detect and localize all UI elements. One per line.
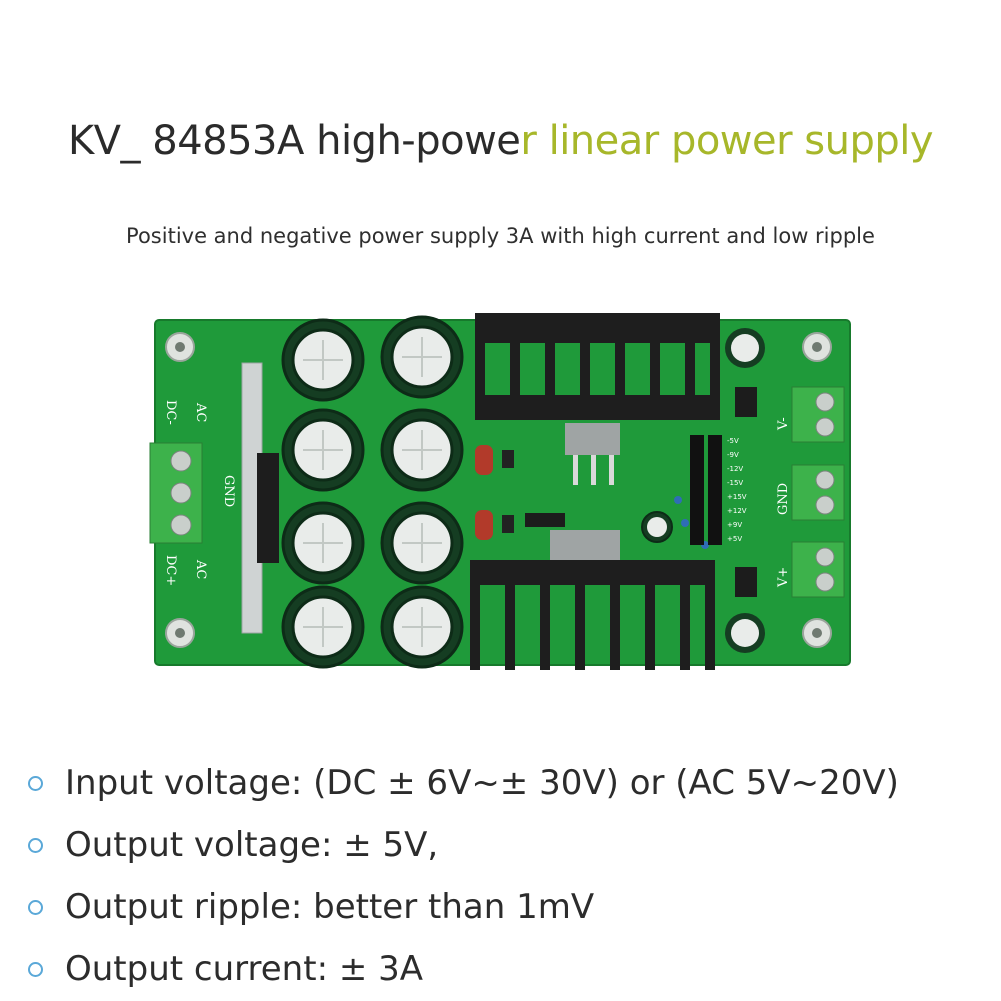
jumper-header — [690, 435, 722, 545]
jumper-label: -9V — [727, 451, 739, 459]
label-dc-plus: DC+ — [163, 555, 178, 586]
bullet-icon — [28, 899, 43, 915]
title-part-accent: r linear power supply — [520, 118, 934, 164]
jumper-label: -5V — [727, 437, 739, 445]
jumper-label: -12V — [727, 465, 743, 473]
filter-capacitors — [281, 315, 464, 669]
product-title: KV_ 84853A high-power linear power suppl… — [0, 118, 1001, 164]
title-part-dark: KV_ 84853A high-powe — [67, 118, 521, 164]
heatsink-bottom — [470, 560, 715, 670]
spec-list: Input voltage: (DC ± 6V~± 30V) or (AC 5V… — [28, 752, 988, 1000]
label-gnd-left: GND — [221, 475, 236, 507]
spec-text: Output voltage: ± 5V, — [65, 825, 439, 865]
spec-item-input-voltage: Input voltage: (DC ± 6V~± 30V) or (AC 5V… — [28, 752, 988, 814]
heatsink-top — [475, 313, 720, 420]
jumper-label: -15V — [727, 479, 743, 487]
jumper-label: +12V — [727, 507, 747, 515]
label-v-minus: V- — [776, 417, 791, 431]
label-dc-minus: DC- — [163, 400, 178, 425]
jumper-label: +5V — [727, 535, 742, 543]
mounting-holes — [165, 332, 832, 648]
label-gnd-right: GND — [776, 483, 791, 515]
product-subtitle: Positive and negative power supply 3A wi… — [126, 224, 875, 248]
spec-item-output-current: Output current: ± 3A — [28, 938, 988, 1000]
spec-item-output-voltage: Output voltage: ± 5V, — [28, 814, 988, 876]
pcb-board-image: -5V -9V -12V -15V +15V +12V +9V +5V DC- … — [145, 305, 855, 690]
output-terminal-blocks — [791, 386, 845, 598]
spec-text: Output current: ± 3A — [65, 949, 424, 989]
bullet-icon — [28, 775, 43, 791]
bullet-icon — [28, 961, 43, 977]
bullet-icon — [28, 837, 43, 853]
jumper-label: +9V — [727, 521, 742, 529]
spec-item-output-ripple: Output ripple: better than 1mV — [28, 876, 988, 938]
spec-text: Output ripple: better than 1mV — [65, 887, 595, 927]
label-v-plus: V+ — [776, 567, 791, 588]
label-ac-bottom: AC — [193, 559, 208, 579]
jumper-label: +15V — [727, 493, 747, 501]
label-ac-top: AC — [193, 402, 208, 422]
small-components — [475, 328, 765, 653]
spec-text: Input voltage: (DC ± 6V~± 30V) or (AC 5V… — [65, 763, 899, 803]
